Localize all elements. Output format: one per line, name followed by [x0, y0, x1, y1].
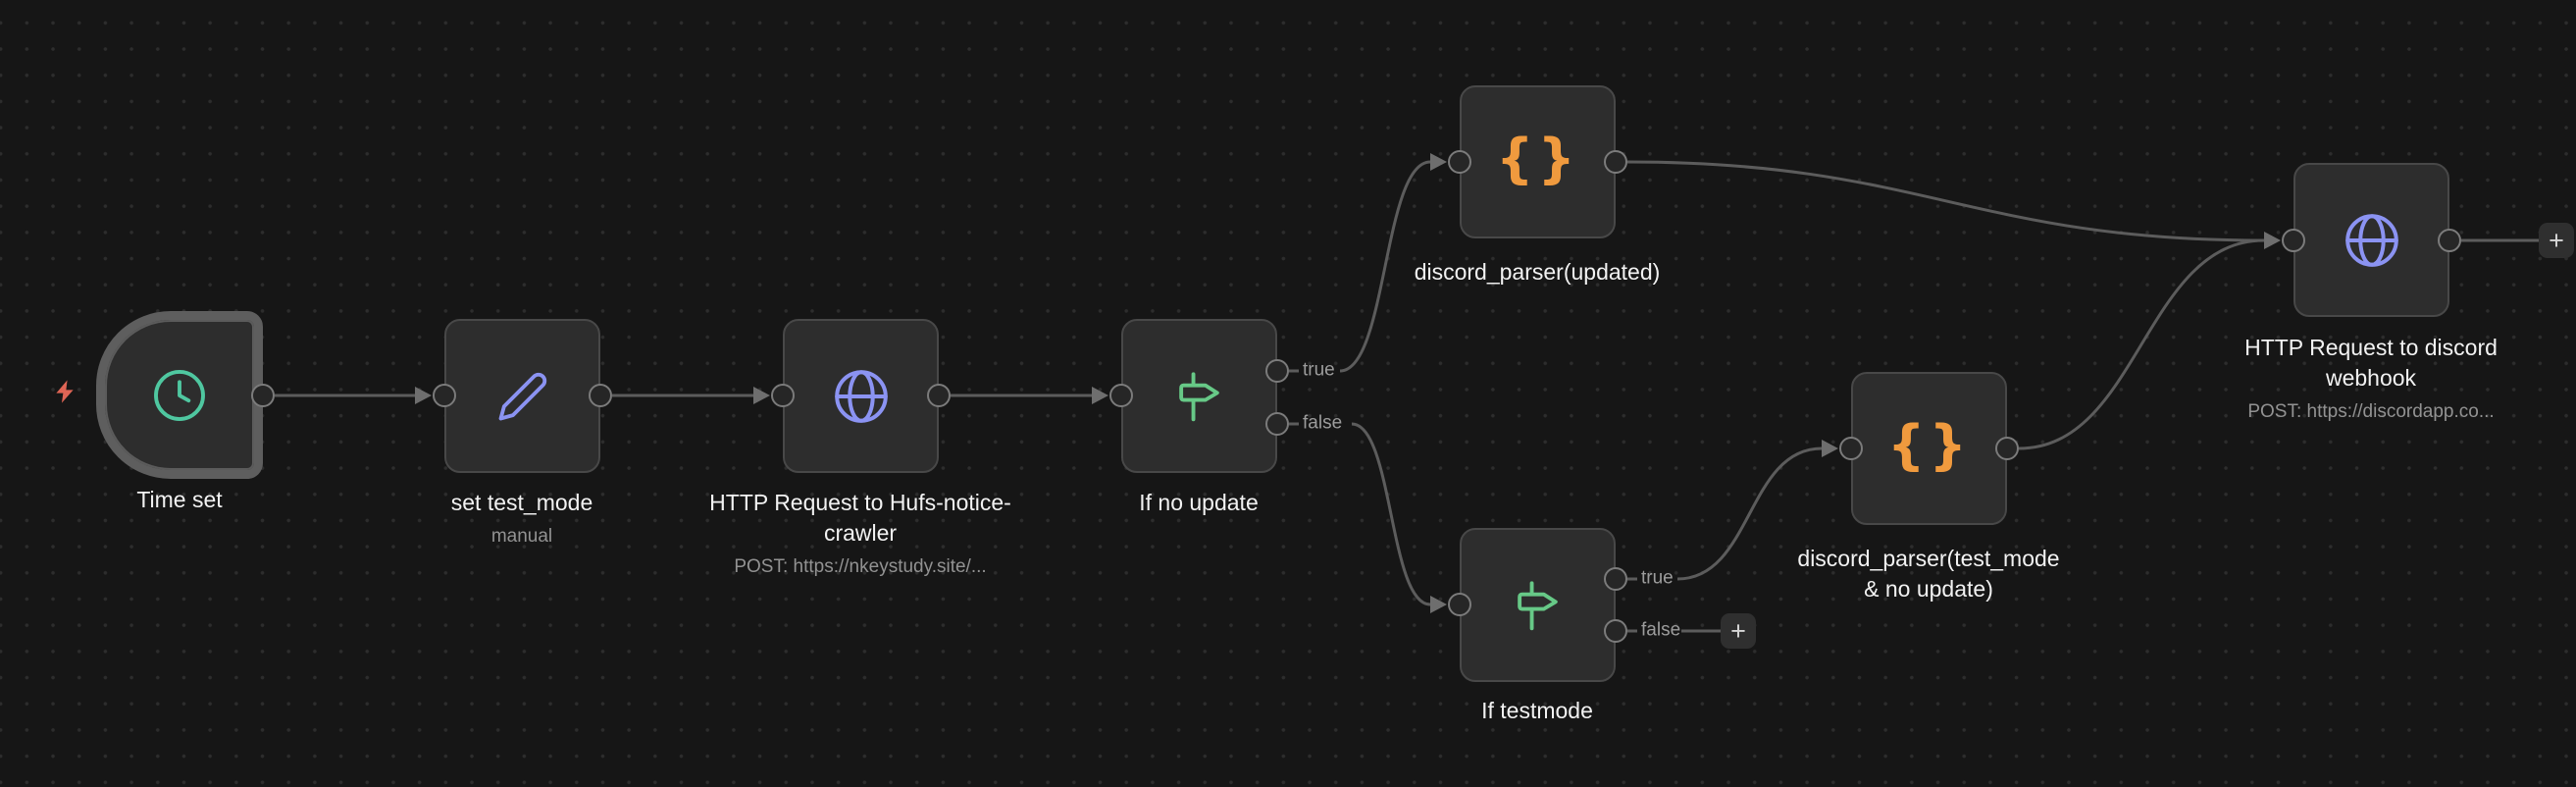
node-if-no-update[interactable]	[1121, 319, 1277, 473]
node-http-discord-webhook[interactable]	[2293, 163, 2449, 317]
node-title: HTTP Request to Hufs-notice-crawler	[709, 490, 1011, 546]
arrowhead-icon	[415, 387, 432, 404]
input-port[interactable]	[1448, 150, 1471, 174]
add-node-button[interactable]: +	[1721, 613, 1756, 649]
node-title: Time set	[136, 487, 223, 512]
node-set-test-mode[interactable]	[444, 319, 600, 473]
output-label-true: true	[1641, 567, 1674, 589]
output-label-false: false	[1641, 619, 1681, 641]
input-port[interactable]	[1839, 437, 1863, 460]
node-http-hufs-crawler[interactable]	[783, 319, 939, 473]
braces-icon: {}	[1496, 128, 1579, 189]
node-title: If testmode	[1481, 698, 1593, 723]
node-label-if-testmode: If testmode	[1370, 696, 1704, 726]
output-port[interactable]	[251, 384, 275, 407]
arrowhead-icon	[1092, 387, 1108, 404]
node-title: HTTP Request to discord webhook	[2244, 335, 2498, 391]
node-title: set test_mode	[450, 490, 593, 515]
node-title: If no update	[1139, 490, 1259, 515]
signpost-icon	[1169, 366, 1230, 427]
node-title: discord_parser(test_mode & no update)	[1797, 546, 2060, 602]
arrowhead-icon	[1822, 440, 1838, 457]
output-port[interactable]	[927, 384, 951, 407]
arrowhead-icon	[2264, 232, 2281, 249]
connection-ifnoupdate-true-parserupdated[interactable]	[1339, 160, 1431, 373]
braces-icon: {}	[1887, 414, 1971, 476]
node-subtitle: POST: https://nkeystudy.site/...	[734, 556, 987, 577]
output-label-false: false	[1303, 412, 1343, 434]
input-port[interactable]	[1448, 593, 1471, 616]
connection-iftestmode-true-parsertestmode[interactable]	[1676, 446, 1823, 581]
connection-parserupdated-webhook[interactable]	[1626, 160, 2265, 242]
plus-icon: +	[1730, 615, 1746, 646]
output-port[interactable]	[2438, 229, 2461, 252]
node-label-http-discord-webhook: HTTP Request to discord webhook POST: ht…	[2204, 333, 2538, 424]
signpost-icon	[1508, 575, 1569, 636]
node-label-if-no-update: If no update	[1032, 488, 1365, 518]
globe-icon	[2341, 209, 2403, 272]
node-subtitle: manual	[490, 526, 553, 547]
clock-icon	[149, 365, 210, 426]
globe-icon	[830, 365, 893, 428]
arrowhead-icon	[753, 387, 770, 404]
plus-icon: +	[2549, 225, 2564, 255]
node-label-discord-parser-updated: discord_parser(updated)	[1370, 257, 1704, 288]
node-discord-parser-updated[interactable]: {}	[1460, 85, 1616, 238]
input-port[interactable]	[2282, 229, 2305, 252]
output-port[interactable]	[1995, 437, 2019, 460]
add-node-button[interactable]: +	[2539, 223, 2574, 258]
node-if-testmode[interactable]	[1460, 528, 1616, 682]
input-port[interactable]	[771, 384, 795, 407]
input-port[interactable]	[433, 384, 456, 407]
connection-parsertestmode-webhook[interactable]	[2018, 238, 2265, 450]
arrowhead-icon	[1430, 596, 1447, 613]
output-port-false[interactable]	[1604, 619, 1627, 643]
arrowhead-icon	[1430, 153, 1447, 171]
output-label-true: true	[1303, 359, 1335, 381]
pencil-icon	[496, 370, 549, 423]
output-port-true[interactable]	[1265, 359, 1289, 383]
connection-ifnoupdate-false-iftestmode[interactable]	[1351, 422, 1431, 606]
output-port[interactable]	[1604, 150, 1627, 174]
node-label-discord-parser-testmode: discord_parser(test_mode & no update)	[1795, 544, 2062, 604]
output-port[interactable]	[589, 384, 612, 407]
node-label-http-hufs-crawler: HTTP Request to Hufs-notice-crawler POST…	[694, 488, 1027, 579]
node-subtitle: POST: https://discordapp.co...	[2247, 401, 2495, 422]
output-port-true[interactable]	[1604, 567, 1627, 591]
node-time-set[interactable]	[96, 311, 263, 479]
lightning-icon	[51, 377, 78, 411]
node-label-set-test-mode: set test_mode manual	[355, 488, 689, 549]
node-discord-parser-testmode[interactable]: {}	[1851, 372, 2007, 525]
output-port-false[interactable]	[1265, 412, 1289, 436]
node-label-time-set: Time set	[13, 485, 346, 515]
input-port[interactable]	[1109, 384, 1133, 407]
node-title: discord_parser(updated)	[1414, 259, 1661, 285]
